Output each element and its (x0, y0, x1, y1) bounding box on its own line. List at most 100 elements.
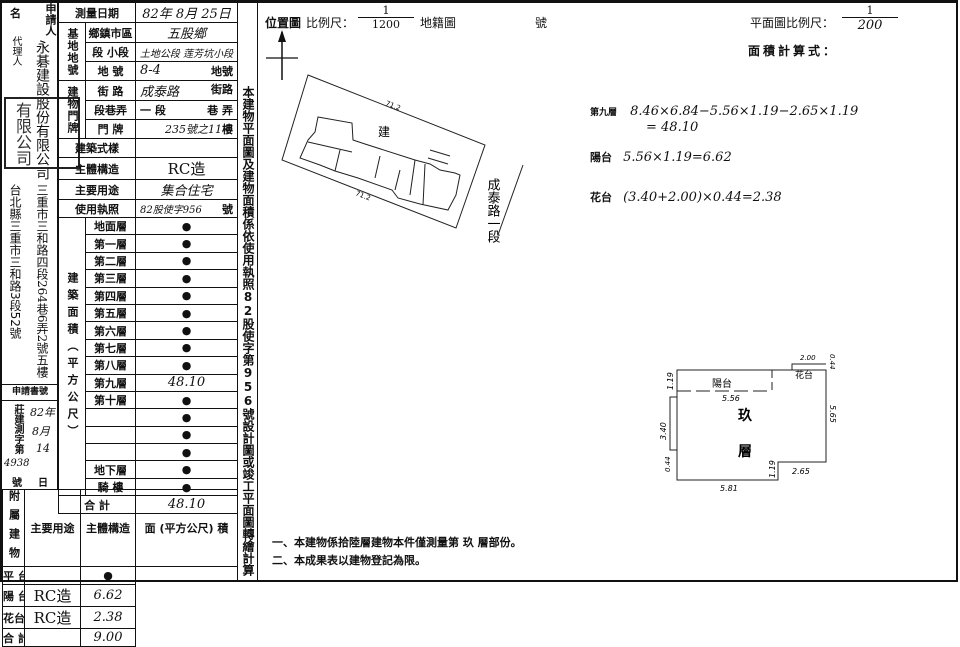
annex-row: 合 計9.00 (2, 628, 238, 647)
floor-value: ● (135, 425, 238, 445)
use-label: 主要用途 (58, 179, 136, 200)
land-value: 五股鄉 (135, 22, 238, 43)
calc-expr: 5.56×1.19=6.62 (623, 150, 732, 165)
survey-day: 14 (36, 442, 50, 455)
name-label: 名 (10, 7, 21, 20)
floor-value: ● (135, 408, 238, 427)
door-group-label: 建物門牌 (58, 80, 86, 139)
stamp-text: 有限公司 (13, 102, 32, 166)
floor-row: ● (59, 408, 238, 427)
floor-label: 第二層 (85, 251, 136, 271)
dim-bottom: 5.81 (720, 484, 738, 493)
floor-label: 第八層 (85, 356, 136, 375)
floor-row: 第四層● (59, 286, 238, 305)
floor-value: ● (135, 234, 238, 253)
calc-label-item: 第九層 (590, 108, 618, 118)
annex-area: ● (80, 566, 136, 585)
floor-row: 第三層● (59, 269, 238, 288)
floor-value: ● (135, 390, 238, 410)
dim-bottom: 71.2 (354, 189, 371, 202)
dim-left-top: 1.19 (666, 372, 675, 390)
calc-expr: (3.40+2.00)×0.44=2.38 (623, 190, 782, 205)
plan-scale-numerator: 1 (842, 4, 898, 18)
floor-value: ● (135, 251, 238, 271)
plan-scale-label: 平面圖比例尺： (750, 16, 835, 30)
annex-area: 6.62 (80, 584, 136, 607)
building-footprint (299, 116, 461, 211)
door-value: 235號之11 (165, 123, 222, 136)
survey-no-label: 莊建測字第 (12, 404, 23, 454)
scale-numerator: 1 (358, 4, 414, 18)
floor-value: ● (135, 286, 238, 305)
survey-month: 8月 (32, 425, 50, 438)
floor-label: 第五層 (85, 303, 136, 323)
structure-value: RC造 (135, 157, 238, 180)
calc-label-item: 花台 (590, 191, 612, 204)
app-no-row: 申請書號 (2, 384, 58, 401)
floor-label (85, 408, 136, 427)
calc-expr: 8.46×6.84−5.56×1.19−2.65×1.19 (630, 104, 859, 119)
floor-row: 建築面積（平方公尺）地面層● (58, 216, 238, 497)
location-label: 位置圖 (265, 16, 302, 30)
floor-value: ● (135, 443, 238, 462)
balcony-label: 陽台 (712, 377, 732, 390)
floor-row: ● (59, 443, 238, 462)
floor-row: 第七層● (59, 338, 238, 358)
calc-label-item: 陽台 (590, 151, 612, 164)
floor-value: ● (135, 216, 238, 236)
note-2: 二、本成果表以建物登記為限。 (272, 554, 426, 567)
dim-notch-w: 2.65 (792, 467, 810, 476)
annex-header: 面 (平方公尺) 積 (135, 489, 238, 567)
annex-structure (24, 566, 81, 585)
floor-row: 地下層● (59, 460, 238, 479)
dim-notch-h: 1.19 (768, 460, 777, 478)
annex-structure: RC造 (24, 606, 81, 629)
annex-header: 主體構造 (80, 489, 136, 567)
door-suffix: 樓 (222, 123, 233, 136)
annex-use: 花台 (2, 606, 25, 629)
floor-label: 第十層 (85, 390, 136, 410)
door-label: 段巷弄 (85, 100, 136, 120)
calc-list: 第九層 8.46×6.84−5.56×1.19−2.65×1.19 = 48.1… (590, 100, 920, 205)
side-note: 本建物平面圖及建物面積係依使用執照82股使字第956號設計圖或竣工平面圖轉繪計算 (241, 86, 255, 576)
side-note-column: 本建物平面圖及建物面積係依使用執照82股使字第956號設計圖或竣工平面圖轉繪計算 (237, 2, 258, 580)
permit-suffix: 號 (222, 202, 233, 216)
floor-label: 第六層 (85, 321, 136, 340)
land-suffix: 地號 (211, 65, 233, 78)
agent-address: 台北縣三重市三和路3段52號 (8, 184, 22, 339)
dim-left-bottom: 0.44 (664, 456, 672, 472)
style-value (135, 138, 238, 158)
applicant-address: 三重市三和路四段264巷6弄2號五樓 (35, 184, 49, 379)
floor-label (85, 425, 136, 445)
annex-header: 主要用途 (24, 489, 81, 567)
permit-label: 使用執照 (58, 199, 136, 218)
floor-row: 第二層● (59, 251, 238, 271)
floor-row: 第五層● (59, 303, 238, 323)
door-suffix: 巷 弄 (207, 104, 233, 117)
floor-value: ● (135, 460, 238, 479)
land-value: 土地公段 莲芳坑小段 (135, 42, 238, 62)
floor-label: 第九層 (85, 373, 136, 392)
floor-label: 第一層 (85, 234, 136, 253)
land-label: 段 小段 (85, 42, 136, 62)
plan-scale-denominator: 200 (857, 18, 883, 33)
dim-right: 5.65 (828, 405, 837, 423)
notes: 一、本建物係拾陸層建物本件僅測量第 玖 層部份。 二、本成果表以建物登記為限。 (272, 534, 522, 570)
lot-label: 建 (378, 125, 390, 139)
planter-label: 花台 (795, 369, 813, 381)
dim-planter-top: 2.00 (800, 354, 816, 362)
door-value: 成泰路 (140, 85, 180, 100)
dim-planter-left: 3.40 (659, 422, 668, 440)
land-value: 8-4 (140, 63, 161, 78)
floor-label: 第三層 (85, 269, 136, 288)
floor-value: ● (135, 356, 238, 375)
calc-row: 第九層 8.46×6.84−5.56×1.19−2.65×1.19 (590, 100, 920, 120)
structure-label: 主體構造 (58, 157, 136, 180)
day-label: 日 (38, 478, 48, 489)
permit-value: 82股使字956 (140, 204, 202, 216)
door-label: 街 路 (85, 80, 136, 101)
floor-value: ● (135, 303, 238, 323)
floor-row: 第十層● (59, 390, 238, 410)
